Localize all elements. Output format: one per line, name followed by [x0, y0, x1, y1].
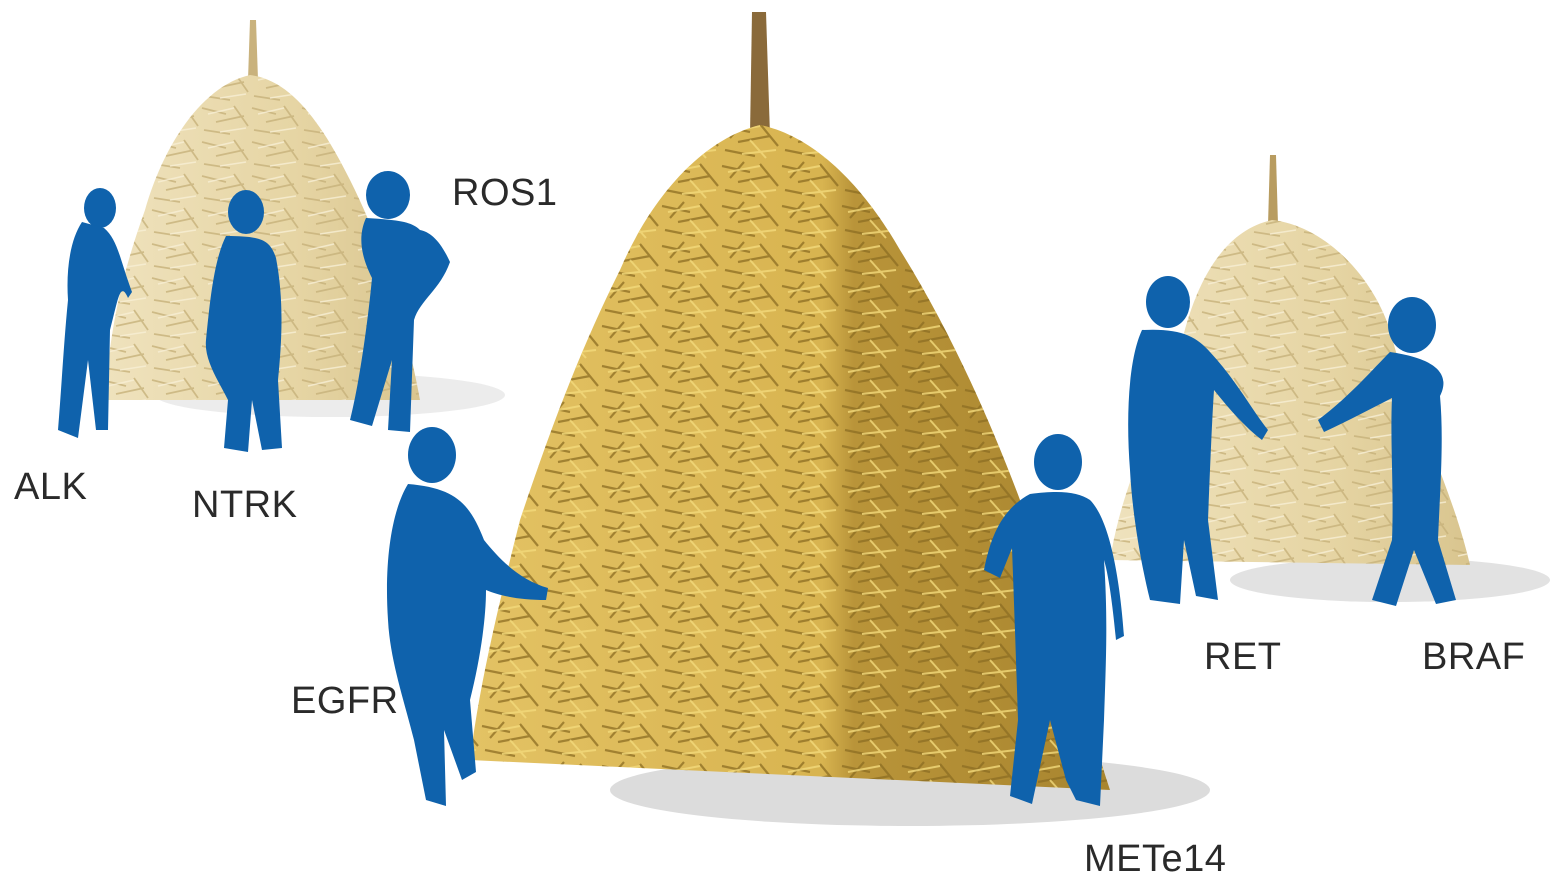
gene-label-met: METe14	[1084, 838, 1226, 881]
haystack-main	[470, 12, 1110, 790]
gene-label-ret: RET	[1204, 636, 1282, 679]
gene-label-alk: ALK	[14, 466, 87, 509]
gene-label-braf: BRAF	[1422, 636, 1525, 679]
gene-label-ros1: ROS1	[452, 172, 557, 215]
gene-label-ntrk: NTRK	[192, 484, 297, 527]
gene-label-egfr: EGFR	[291, 680, 399, 723]
